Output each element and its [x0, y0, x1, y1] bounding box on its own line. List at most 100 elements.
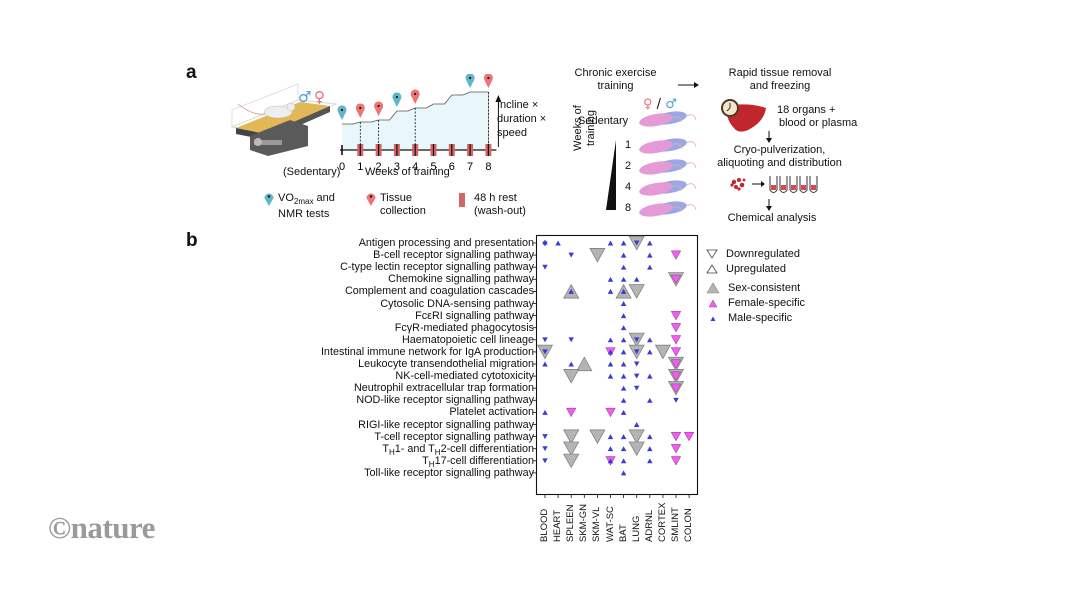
pathway-label: FcγR-mediated phagocytosis [394, 321, 534, 334]
progression-line-1: Incline × [497, 99, 539, 111]
arrow-right-icon [761, 181, 765, 187]
male-specific-marker [620, 240, 627, 246]
tissue-label: SKM-GN [578, 504, 590, 542]
male-specific-marker [620, 434, 627, 440]
male-specific-marker [647, 337, 653, 343]
male-specific-marker [542, 337, 548, 343]
male-specific-marker [607, 458, 614, 464]
male-specific-marker [647, 240, 653, 246]
male-specific-marker [607, 434, 614, 440]
tube-icon [799, 176, 808, 193]
male-specific-marker [607, 240, 614, 246]
vo2-test-pin [337, 105, 347, 120]
sex-consistent-marker [589, 248, 606, 263]
male-specific-marker [542, 434, 548, 440]
male-specific-marker [620, 409, 627, 415]
male-specific-marker [633, 349, 640, 355]
male-specific-marker [633, 385, 640, 391]
week-tick-label: 8 [485, 161, 491, 173]
male-symbol: ♂ [298, 88, 311, 106]
pathway-label: Chemokine signalling pathway [388, 273, 534, 286]
male-specific-marker [633, 422, 640, 427]
female-mouse-icon [639, 140, 673, 154]
male-triangle-icon [710, 316, 716, 321]
nature-logo: ©nature [48, 510, 155, 545]
male-specific-marker [620, 337, 627, 343]
tissue-label: COLON [683, 508, 695, 542]
male-specific-marker [620, 301, 627, 306]
legend-male-specific: Male-specific [706, 310, 805, 325]
workflow-step-3: Chemical analysis [727, 212, 817, 224]
female-mouse-icon [639, 113, 673, 127]
organs-label: 18 organs + blood or plasma [777, 104, 858, 129]
male-specific-marker [647, 458, 653, 464]
training-week-label: 4 [625, 181, 632, 193]
male-specific-marker [620, 470, 627, 476]
male-specific-marker [568, 337, 574, 343]
pathway-label: B-cell receptor signalling pathway [373, 249, 534, 262]
training-wedge [606, 140, 616, 210]
aliquot-illustration [730, 176, 818, 193]
tissue-collection-pin [374, 101, 384, 116]
vo2-legend-label: VO2max and NMR tests [278, 192, 335, 221]
male-specific-marker [620, 361, 627, 367]
male-specific-marker [607, 373, 614, 379]
male-specific-marker [620, 288, 627, 294]
tissue-label: ADRNL [643, 509, 655, 542]
tissue-collection-pin [483, 74, 493, 88]
mouse-pair-icon [639, 201, 697, 217]
tissue-label: SPLEEN [565, 504, 577, 543]
sex-consistent-marker [589, 429, 606, 445]
male-specific-marker [542, 241, 548, 247]
progression-label: Incline × duration × speed [497, 98, 546, 140]
tube-icon [779, 176, 788, 193]
sex-consistent-marker [576, 356, 593, 372]
pathway-label: Complement and coagulation cascades [344, 285, 534, 298]
tissue-label: SMLINT [670, 507, 681, 542]
workflow-step-2: Cryo-pulverization, aliquoting and distr… [717, 144, 842, 169]
male-specific-marker [620, 385, 627, 391]
female-mouse-icon [639, 182, 673, 196]
male-specific-marker [568, 361, 574, 367]
panel-a-letter: a [186, 62, 197, 83]
progression-line-3: speed [497, 127, 527, 139]
tissue-label: HEART [552, 509, 564, 542]
week-tick-label: 0 [339, 161, 345, 173]
week-tick-label: 4 [412, 161, 418, 173]
male-specific-marker [647, 397, 653, 403]
male-specific-marker [620, 325, 627, 331]
vo2-pin-icon [264, 193, 274, 206]
male-specific-marker [620, 252, 627, 258]
week-tick-label: 3 [394, 161, 400, 173]
workflow-step-1: Rapid tissue removal and freezing [728, 67, 832, 92]
treadmill-illustration: ♂ ♀ [230, 83, 338, 156]
cohort-title: Chronic exercise training [574, 67, 657, 92]
male-specific-marker [620, 446, 627, 452]
male-specific-marker [620, 276, 627, 282]
legend-sex-consistent: Sex-consistent [706, 280, 805, 295]
legend-downregulated: Downregulated [706, 246, 805, 261]
tube-icon [789, 176, 798, 193]
female-specific-marker [670, 347, 682, 357]
heatmap-legend: Downregulated Upregulated Sex-consistent… [706, 246, 805, 325]
female-specific-marker [670, 311, 682, 321]
tissue-label: SKM-VL [591, 506, 603, 542]
up-triangle-icon [706, 263, 718, 273]
male-specific-marker [607, 446, 614, 452]
female-specific-marker [670, 456, 682, 466]
tube-icon [809, 176, 818, 193]
tissue-label: BAT [617, 524, 629, 542]
weeks-training-axis: Weeks of training [572, 105, 597, 151]
male-specific-marker [633, 276, 640, 282]
female-specific-marker [670, 444, 682, 454]
male-specific-marker [673, 397, 679, 403]
pathway-label: Platelet activation [449, 406, 534, 419]
male-specific-marker [620, 313, 627, 319]
training-week-label: 1 [625, 139, 632, 151]
sex-consistent-marker [563, 429, 580, 445]
rest-bar-icon [459, 193, 465, 207]
sedentary-label: (Sedentary) [283, 166, 341, 178]
male-specific-marker [647, 446, 653, 452]
male-specific-marker [647, 434, 653, 440]
male-specific-marker [607, 349, 614, 355]
